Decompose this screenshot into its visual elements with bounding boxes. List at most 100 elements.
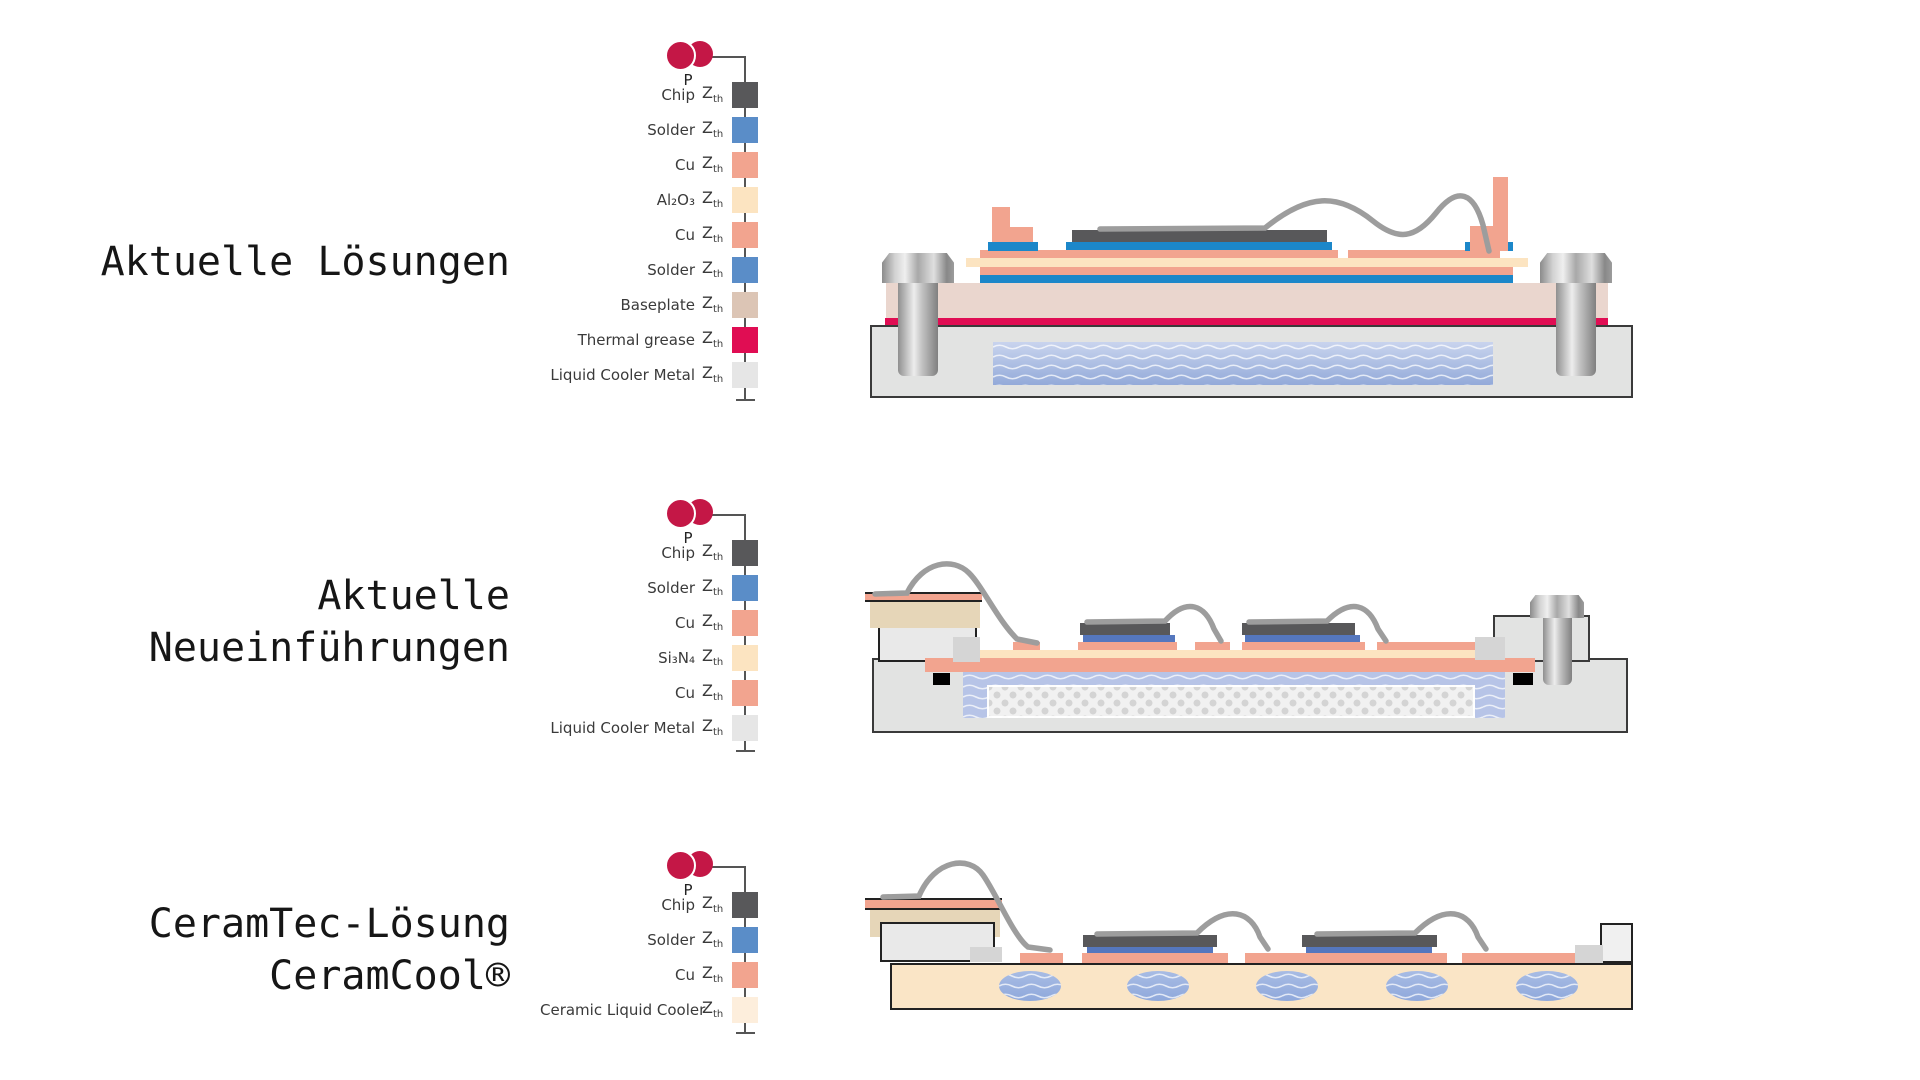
cu-pad xyxy=(980,250,1338,258)
terminal-bar xyxy=(865,898,1002,910)
zth-label: Zth xyxy=(702,646,724,669)
zth-label: Zth xyxy=(702,541,724,564)
title-line: CeramTec-Lösung xyxy=(148,901,510,947)
chip-layer xyxy=(1072,230,1327,242)
layer-swatch xyxy=(732,644,758,671)
solder-strip xyxy=(988,242,1038,251)
cu-pad xyxy=(1078,642,1177,650)
layer-label: Cu xyxy=(675,683,695,702)
chip-solder-layer xyxy=(1245,635,1360,642)
layer-swatch xyxy=(732,256,758,283)
legend-row: Cu Zth xyxy=(540,147,758,182)
layer-label: Chip xyxy=(661,895,695,914)
power-source-icon xyxy=(665,498,696,529)
coolant-channel xyxy=(999,971,1061,1001)
layer-swatch xyxy=(732,81,758,108)
power-terminal xyxy=(1010,227,1033,242)
layer-swatch xyxy=(732,291,758,318)
layer-label: Liquid Cooler Metal xyxy=(550,365,695,384)
chip-layer xyxy=(1083,935,1217,947)
layer-swatch xyxy=(732,151,758,178)
cu-pad xyxy=(1082,953,1228,963)
ground-tick xyxy=(736,1032,755,1034)
cross-section-ceramcool xyxy=(865,855,1655,1040)
seal xyxy=(1513,673,1533,685)
chip-solder-layer xyxy=(1087,947,1213,953)
clamp-block xyxy=(953,637,980,662)
cu-pad xyxy=(1462,953,1577,963)
legend-row: Cu Zth xyxy=(540,675,758,710)
coolant-channel xyxy=(1127,971,1189,1001)
legend-row: Liquid Cooler Metal Zth xyxy=(540,710,758,745)
cu-pad xyxy=(1020,953,1063,963)
zth-label: Zth xyxy=(702,188,724,211)
power-source-icon xyxy=(665,850,696,881)
cu-pad xyxy=(1013,642,1040,650)
connector-line xyxy=(710,866,746,868)
zth-label: Zth xyxy=(702,153,724,176)
zth-label: Zth xyxy=(702,716,724,739)
screw-icon xyxy=(882,253,954,376)
cu-pad xyxy=(1377,642,1477,650)
layer-swatch xyxy=(732,539,758,566)
screw-icon xyxy=(1530,595,1584,685)
al2o3-layer xyxy=(966,258,1528,267)
chip-layer xyxy=(1242,623,1355,635)
power-terminal xyxy=(1493,177,1508,251)
cross-section-new-introduction xyxy=(865,555,1655,755)
power-label: P xyxy=(683,529,693,547)
legend-row: Si₃N₄ Zth xyxy=(540,640,758,675)
layer-swatch xyxy=(732,926,758,953)
cu-pad xyxy=(1348,250,1500,258)
zth-label: Zth xyxy=(702,363,724,386)
layer-swatch xyxy=(732,996,758,1023)
legend-row: Solder Zth xyxy=(540,252,758,287)
layer-label: Solder xyxy=(647,578,695,597)
connector-housing xyxy=(870,600,980,628)
zth-label: Zth xyxy=(702,681,724,704)
chip-solder-layer xyxy=(1083,635,1175,642)
connector-line xyxy=(710,514,746,516)
layer-swatch xyxy=(732,679,758,706)
layer-label: Thermal grease xyxy=(577,330,695,349)
pin-fin-field xyxy=(987,685,1475,718)
screw-icon xyxy=(1540,253,1612,376)
terminal-block xyxy=(1600,923,1633,963)
baseplate-layer xyxy=(886,283,1608,318)
layer-label: Solder xyxy=(647,260,695,279)
zth-label: Zth xyxy=(702,293,724,316)
cross-section-current-solution xyxy=(870,165,1660,410)
coolant-channel xyxy=(993,342,1493,385)
layer-label: Cu xyxy=(675,155,695,174)
layer-label: Solder xyxy=(647,120,695,139)
zth-label: Zth xyxy=(702,998,724,1021)
power-terminal xyxy=(992,207,1010,242)
zth-label: Zth xyxy=(702,258,724,281)
zth-label: Zth xyxy=(702,223,724,246)
layer-swatch xyxy=(732,116,758,143)
connector-line xyxy=(710,56,746,58)
section-title-new-introductions: Aktuelle Neueinführungen xyxy=(60,570,510,674)
zth-label: Zth xyxy=(702,893,724,916)
section-title-ceramtec-solution: CeramTec-Lösung CeramCool® xyxy=(60,898,510,1002)
cu-layer xyxy=(925,658,1535,672)
title-line: Aktuelle xyxy=(317,573,510,619)
layer-label: Chip xyxy=(661,543,695,562)
title-line: CeramCool® xyxy=(269,953,510,999)
layer-label: Si₃N₄ xyxy=(658,648,695,667)
layer-label: Liquid Cooler Metal xyxy=(550,718,695,737)
layer-swatch xyxy=(732,326,758,353)
